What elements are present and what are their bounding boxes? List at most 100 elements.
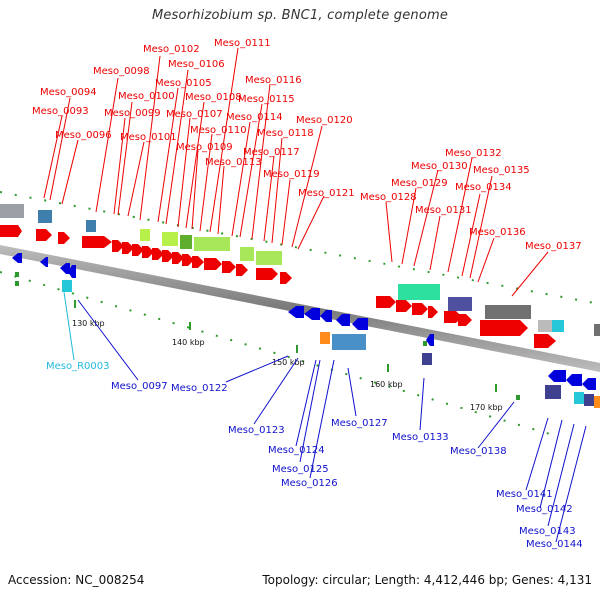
gene-arrow (36, 229, 52, 241)
gene-arrow (82, 236, 112, 248)
gene-label: Meso_0094 (40, 87, 97, 98)
gene-label: Meso_0117 (243, 147, 300, 158)
gene-label: Meso_0132 (445, 148, 502, 159)
gene-arrow (152, 248, 164, 260)
reverse-gene-arrows (12, 253, 596, 390)
gene-arrow (256, 268, 278, 280)
gene-label: Meso_0093 (32, 106, 89, 117)
gene-label: Meso_0096 (55, 130, 112, 141)
gene-arrow (58, 232, 70, 244)
feature-block (545, 385, 561, 399)
gene-arrow (112, 240, 124, 252)
feature-block (552, 320, 564, 332)
gene-arrow (288, 306, 304, 318)
gene-label: Meso_0121 (298, 188, 355, 199)
gene-arrow (444, 311, 462, 323)
gene-label: Meso_0134 (455, 182, 512, 193)
gene-label: Meso_0124 (268, 445, 325, 456)
gene-label: Meso_0123 (228, 425, 285, 436)
gene-arrow (60, 263, 70, 274)
gene-label: Meso_0138 (450, 446, 507, 457)
green-marker (423, 341, 427, 346)
forward-feature-blocks (0, 204, 600, 336)
forward-leader-lines (43, 47, 549, 297)
gene-label: Meso_0122 (171, 383, 228, 394)
feature-block (194, 237, 230, 251)
gene-label: Meso_0109 (176, 142, 233, 153)
tick-label-140: 140 kbp (172, 338, 205, 347)
gene-label: Meso_0110 (190, 125, 247, 136)
feature-block (485, 305, 531, 319)
tick-label-160: 160 kbp (370, 380, 403, 389)
gene-label: Meso_0144 (526, 539, 583, 550)
gene-label: Meso_0102 (143, 44, 200, 55)
feature-block (332, 334, 366, 350)
tick-marks (74, 300, 497, 392)
gene-arrow (40, 257, 48, 267)
gene-label: Meso_0136 (469, 227, 526, 238)
feature-block (574, 392, 584, 404)
gene-label: Meso_0120 (296, 115, 353, 126)
gene-label: Meso_0141 (496, 489, 553, 500)
feature-block (240, 247, 254, 261)
tick-label-130: 130 kbp (72, 319, 105, 328)
gene-label: Meso_0099 (104, 108, 161, 119)
gene-label: Meso_0137 (525, 241, 582, 252)
gene-arrow (182, 254, 194, 266)
accession-text: Accession: NC_008254 (8, 573, 145, 587)
gene-arrow (222, 261, 236, 273)
gene-label: Meso_0135 (473, 165, 530, 176)
tick-label-170: 170 kbp (470, 403, 503, 412)
gene-label: Meso_0108 (185, 92, 242, 103)
gene-arrow (68, 265, 76, 278)
gene-label: Meso_0115 (238, 94, 295, 105)
feature-block (538, 320, 552, 332)
feature-block (0, 204, 24, 218)
map-title: Mesorhizobium sp. BNC1, complete genome (151, 8, 449, 23)
reverse-labels: Meso_0097 Meso_0122 Meso_0123 Meso_0124 … (111, 381, 583, 550)
gene-arrow (142, 246, 154, 258)
gene-label: Meso_0105 (155, 78, 212, 89)
gene-label: Meso_0131 (415, 205, 472, 216)
gene-arrow (548, 370, 566, 382)
gene-arrow (582, 378, 596, 390)
feature-block (584, 394, 594, 406)
gene-label: Meso_0129 (391, 178, 448, 189)
gene-arrow (458, 314, 472, 326)
gene-arrow (304, 308, 320, 320)
gene-label: Meso_0128 (360, 192, 417, 203)
gene-label: Meso_0127 (331, 418, 388, 429)
feature-block (398, 284, 440, 300)
gene-label: Meso_0125 (272, 464, 329, 475)
feature-block (256, 251, 282, 265)
gene-arrow (162, 250, 174, 262)
gene-label: Meso_0114 (226, 112, 283, 123)
gene-label: Meso_0111 (214, 38, 271, 49)
feature-block (62, 280, 72, 292)
topology-text: Topology: circular; Length: 4,412,446 bp… (262, 573, 592, 587)
gene-label: Meso_0098 (93, 66, 150, 77)
feature-block (594, 324, 600, 336)
gene-arrow (12, 253, 22, 263)
feature-block (422, 353, 432, 365)
gene-arrow (376, 296, 396, 308)
gene-label: Meso_0101 (120, 132, 177, 143)
gene-label: Meso_0106 (168, 59, 225, 70)
gene-arrow (132, 244, 144, 256)
gene-arrow (412, 303, 428, 315)
gene-label: Meso_0100 (118, 91, 175, 102)
rna-gene-label: Meso_R0003 (46, 361, 110, 372)
gene-label: Meso_0133 (392, 432, 449, 443)
gene-label: Meso_0126 (281, 478, 338, 489)
gene-label: Meso_0107 (166, 109, 223, 120)
gene-arrow (566, 374, 582, 386)
gene-arrow (336, 314, 350, 326)
gene-label: Meso_0142 (516, 504, 573, 515)
gene-arrow (426, 334, 434, 346)
rna-leader-lines (63, 291, 75, 361)
reverse-feature-blocks (62, 280, 600, 408)
gene-arrow (480, 320, 528, 336)
gene-label: Meso_0119 (263, 169, 320, 180)
tick-labels: 130 kbp 140 kbp 150 kbp 160 kbp 170 kbp (72, 319, 503, 412)
